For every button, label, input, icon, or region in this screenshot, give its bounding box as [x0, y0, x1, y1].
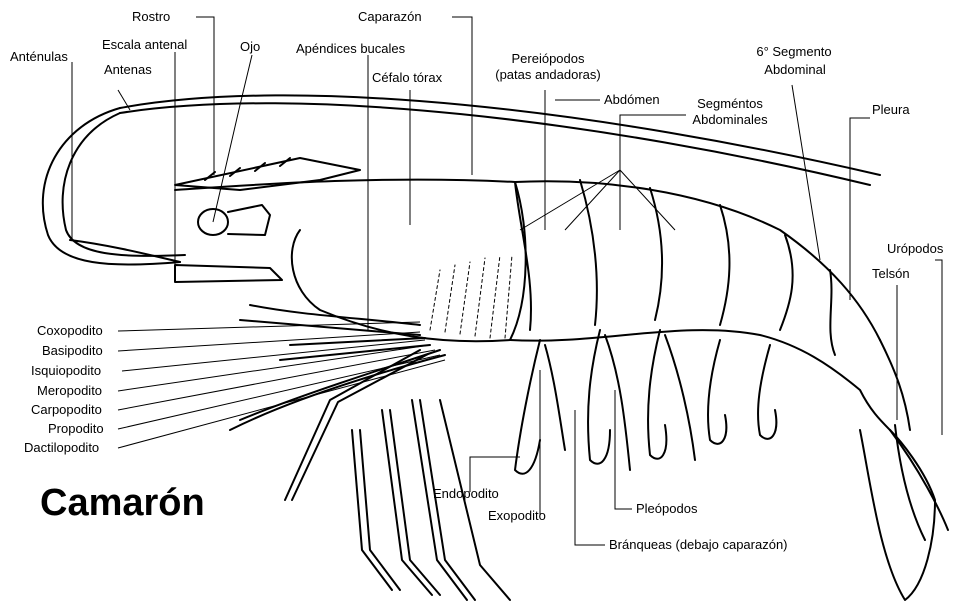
- segment-2: [580, 180, 597, 325]
- gills: [430, 255, 512, 338]
- label-pleura: Pleura: [872, 103, 910, 117]
- leader-segmentos: [620, 115, 686, 230]
- diagram-title: Camarón: [40, 482, 205, 525]
- segment-3: [650, 188, 662, 320]
- label-rostro: Rostro: [132, 10, 170, 24]
- label-cefalo-torax: Céfalo tórax: [372, 71, 442, 85]
- label-segmentos-abdominales: Abdominales: [683, 113, 777, 127]
- label-antenas: Antenas: [104, 63, 152, 77]
- antennal-scale: [175, 265, 282, 282]
- leader-pleura: [850, 118, 870, 300]
- label-pleopodos: Pleópodos: [636, 502, 697, 516]
- label-exopodito: Exopodito: [488, 509, 546, 523]
- label-ojo: Ojo: [240, 40, 260, 54]
- eye-stalk: [228, 205, 270, 235]
- label-propodito: Propodito: [48, 422, 104, 436]
- leader-rostro: [196, 17, 214, 175]
- segment-5: [780, 235, 793, 330]
- label-branquias: Bránqueas (debajo caparazón): [609, 538, 788, 552]
- label-meropodito: Meropodito: [37, 384, 102, 398]
- label-antenulas: Anténulas: [10, 50, 68, 64]
- label-escala-antenal: Escala antenal: [102, 38, 187, 52]
- label-sexto-segmento: 6° Segmento: [746, 45, 842, 59]
- label-patas-andadoras: (patas andadoras): [478, 68, 618, 82]
- segment-4: [720, 205, 729, 325]
- pereiopods: [230, 305, 510, 600]
- label-coxopodito: Coxopodito: [37, 324, 103, 338]
- label-endopodito: Endopodito: [433, 487, 499, 501]
- leader-dactilopodito: [118, 360, 445, 448]
- label-isquiopodito: Isquiopodito: [31, 364, 101, 378]
- label-sexto-abdominal: Abdominal: [750, 63, 840, 77]
- label-dactilopodito: Dactilopodito: [24, 441, 99, 455]
- label-basipodito: Basipodito: [42, 344, 103, 358]
- abdomen-top: [515, 181, 880, 340]
- leader-uropodos: [935, 260, 942, 435]
- segment-1: [515, 182, 531, 330]
- rostrum: [175, 158, 360, 190]
- uropod-2: [890, 430, 948, 530]
- antenna-loop-inner: [63, 113, 185, 256]
- leader-caparazon: [452, 17, 472, 175]
- label-abdomen: Abdómen: [604, 93, 660, 107]
- leader-branquias: [575, 410, 605, 545]
- segment-6: [830, 270, 835, 355]
- pleopods: [515, 330, 776, 474]
- label-telson: Telsón: [872, 267, 910, 281]
- label-carpopodito: Carpopodito: [31, 403, 102, 417]
- label-segmentos: Segméntos: [685, 97, 775, 111]
- leader-isquiopodito: [122, 340, 425, 371]
- label-caparazon: Caparazón: [358, 10, 422, 24]
- label-uropodos: Urópodos: [887, 242, 943, 256]
- uropod-1: [860, 430, 935, 600]
- leader-carpopodito: [118, 350, 435, 410]
- label-pereiopodos: Pereiópodos: [488, 52, 608, 66]
- leader-ojo: [213, 55, 252, 222]
- label-apendices-bucales: Apéndices bucales: [296, 42, 405, 56]
